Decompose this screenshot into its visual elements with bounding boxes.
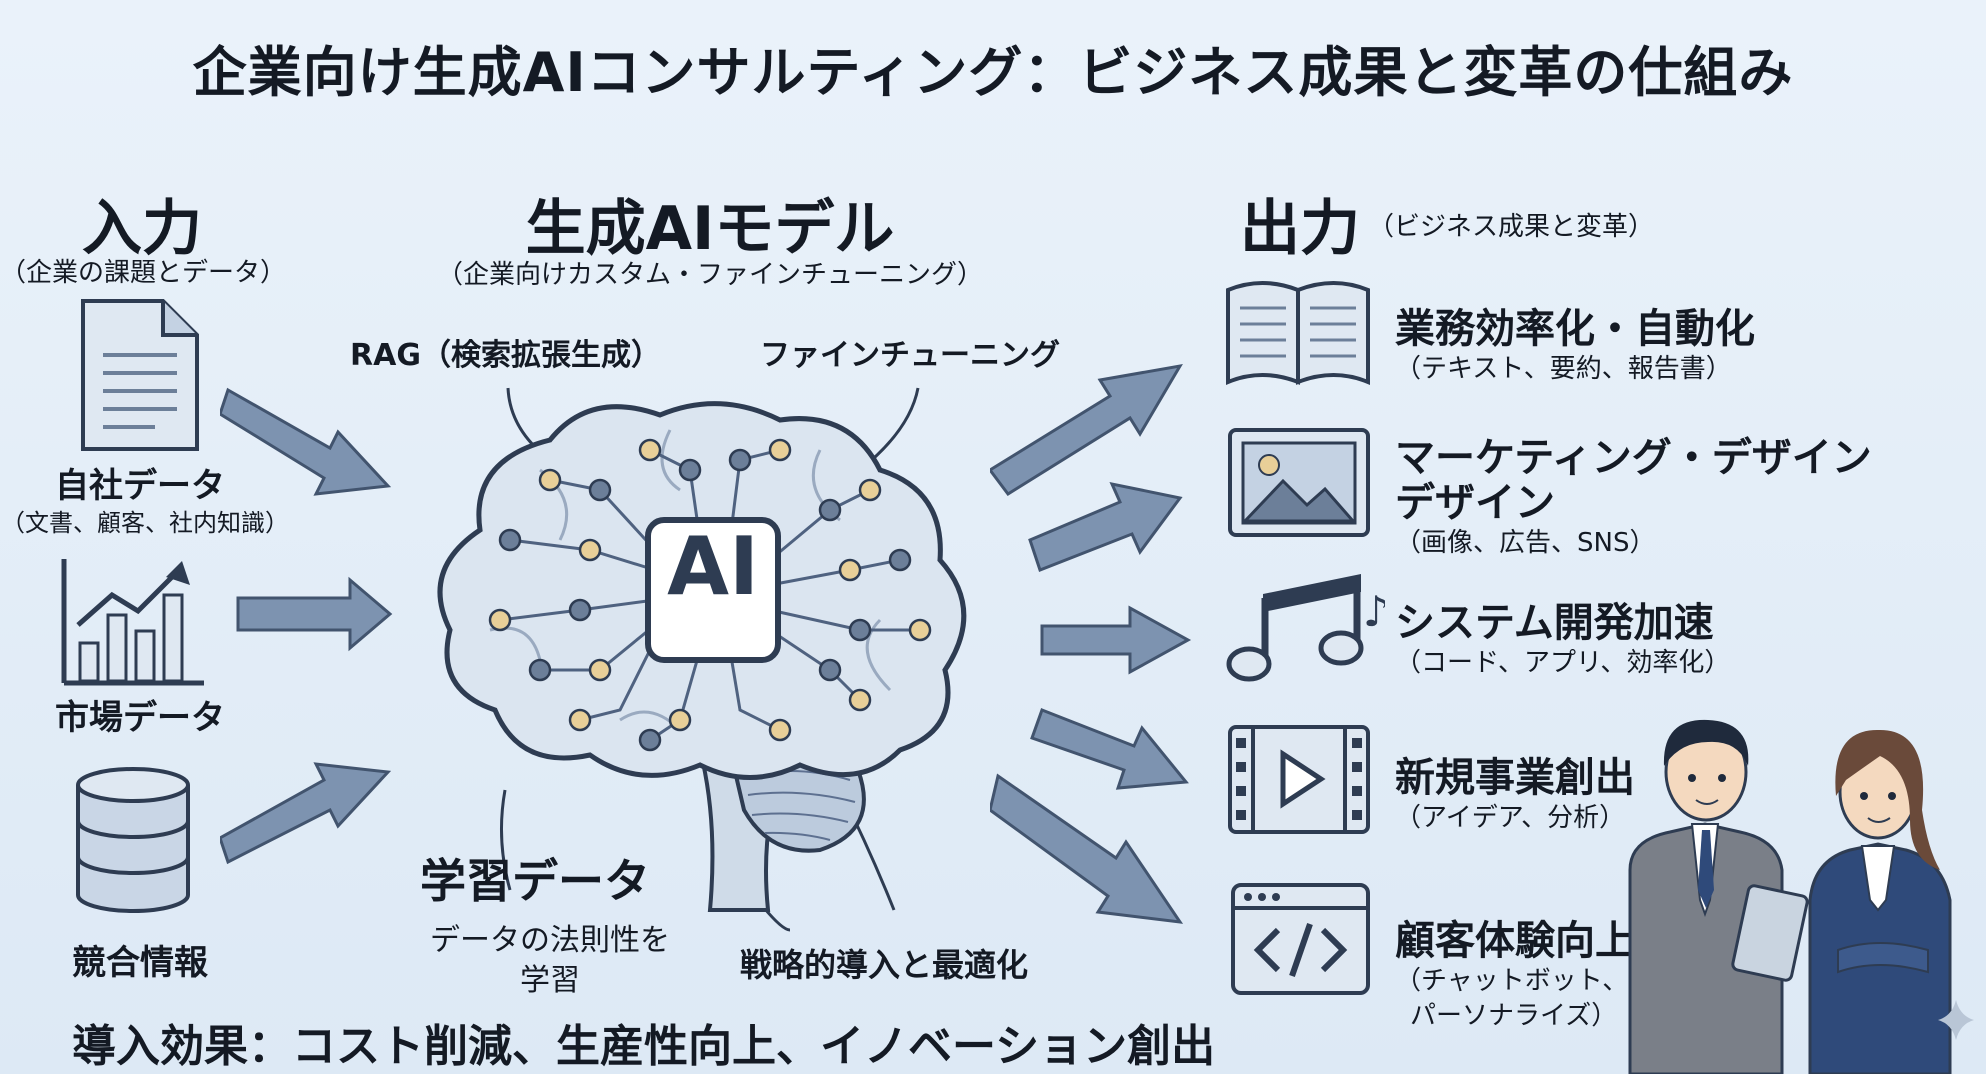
training-sub: 学習	[520, 963, 580, 998]
output-subheading: （ビジネス成果と変革）	[1368, 212, 1655, 242]
input-item-label: 競合情報	[72, 943, 208, 983]
input-arrows	[220, 387, 393, 865]
finetune-label: ファインチューニング	[760, 338, 1060, 373]
input-heading: 入力	[82, 194, 202, 264]
output-heading: 出力	[1240, 194, 1360, 264]
input-arrow	[236, 576, 393, 652]
input-item-label: 市場データ	[55, 698, 225, 738]
brain-illustration	[437, 387, 967, 932]
footer-benefits: 導入効果：コスト削減、生産性向上、イノベーション創出	[72, 1021, 1216, 1072]
output-arrow	[1040, 605, 1192, 675]
strategy-label: 戦略的導入と最適化	[740, 946, 1029, 984]
training-title: 学習データ	[420, 854, 650, 908]
output-item-title: 顧客体験向上	[1395, 918, 1635, 964]
bar-chart-icon	[61, 559, 204, 686]
document-icon	[81, 299, 199, 451]
output-item-sub: （チャットボット、	[1395, 966, 1629, 996]
ai-chip-label: AI	[667, 520, 759, 613]
output-item-sub: （コード、アプリ、効率化）	[1395, 648, 1731, 678]
output-arrow	[990, 773, 1184, 924]
video-play-icon	[1228, 725, 1370, 834]
book-icon	[1226, 281, 1370, 385]
output-arrow	[990, 363, 1183, 497]
input-arrow	[220, 387, 392, 496]
model-heading: 生成AIモデル	[525, 194, 895, 264]
output-item-title: マーケティング・デザイン	[1395, 435, 1872, 481]
code-window-icon	[1231, 883, 1370, 995]
input-item-sub: （文書、顧客、社内知識）	[1, 509, 289, 537]
input-subheading: （企業の課題とデータ）	[0, 258, 287, 288]
input-item-label: 自社データ	[55, 466, 225, 506]
page-title: 企業向け生成AIコンサルティング：ビジネス成果と変革の仕組み	[192, 41, 1794, 104]
training-sub: データの法則性を	[430, 923, 670, 958]
output-item-sub: （アイデア、分析）	[1395, 803, 1626, 833]
image-icon	[1228, 428, 1370, 537]
output-item-sub: （テキスト、要約、報告書）	[1395, 354, 1732, 384]
output-item-title: 業務効率化・自動化	[1395, 306, 1755, 352]
output-item-title: 新規事業創出	[1395, 755, 1635, 801]
database-icon	[76, 767, 190, 913]
svg-text:♪: ♪	[1363, 587, 1385, 636]
output-item-title: デザイン	[1395, 480, 1555, 526]
output-arrows	[990, 363, 1192, 924]
output-arrow	[1030, 708, 1189, 790]
output-item-sub: パーソナライズ）	[1410, 1001, 1618, 1031]
output-item-sub: （画像、広告、SNS）	[1395, 528, 1656, 558]
music-note-icon: ♪	[1226, 574, 1385, 682]
model-subheading: （企業向けカスタム・ファインチューニング）	[436, 260, 983, 290]
input-arrow	[220, 762, 392, 865]
output-arrow	[1028, 481, 1183, 572]
output-item-title: システム開発加速	[1395, 600, 1714, 646]
rag-label: RAG（検索拡張生成）	[350, 338, 661, 373]
business-people-illustration	[1628, 719, 1974, 1074]
